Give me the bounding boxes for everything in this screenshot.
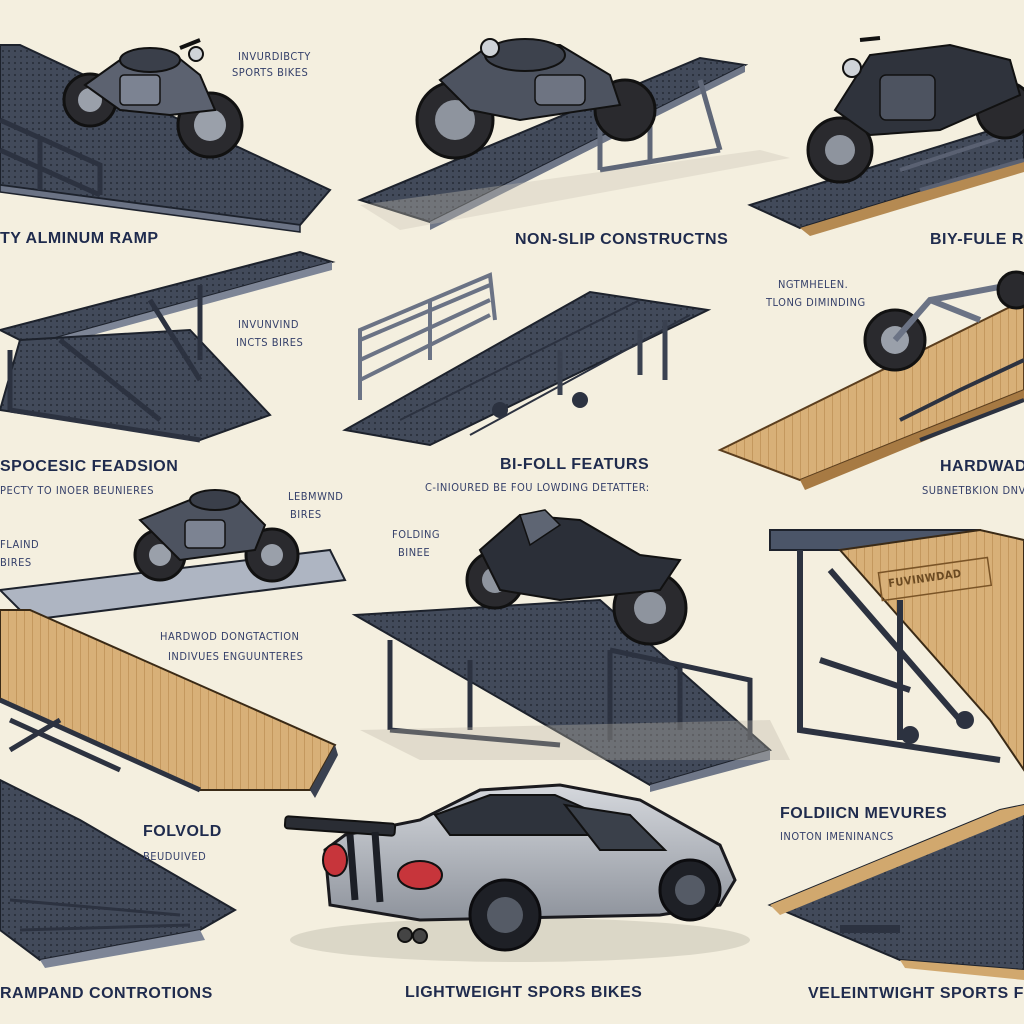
panel4-subcaption: PECTY TO INOER BEUNIERES (0, 484, 154, 497)
panel10-caption: FOLVOLD (143, 823, 222, 840)
panel1-note-line2: SPORTS BIKES (232, 66, 309, 79)
panel7-mid-line2: INDIVUES ENGUUNTERES (168, 650, 304, 663)
panel1-caption: TY ALMINUM RAMP (0, 230, 159, 247)
panel2-caption: NON-SLIP CONSTRUCTNS (515, 231, 729, 248)
panel10-subcaption: BEUDUIVED (143, 850, 207, 863)
panel4-note-line2: INCTS BIRES (236, 336, 304, 349)
panel6-caption: HARDWAD P (940, 458, 1024, 475)
panel1-note-line1: INVURDIBCTY (238, 50, 311, 63)
motorcycle-naked-top-middle (415, 38, 657, 160)
ramp-folding-middle (351, 598, 790, 792)
panel7-side-note-line1: FLAIND (0, 538, 40, 551)
ramp-hardwood-left (0, 548, 347, 798)
panel8-note-line1: FOLDING (392, 528, 441, 541)
panel4-caption: SPOCESIC FEADSION (0, 458, 179, 475)
panel4-note-line1: INVUNVIND (238, 318, 299, 331)
panel12-caption-line1: FOLDIICN MEVURES (780, 805, 948, 822)
motorcycle-sportbike-middle (465, 509, 688, 646)
panel6-note-line1: NGTMHELEN. (778, 278, 849, 291)
panel3-caption: BIY-FULE R (930, 231, 1024, 248)
ramp-lightweight-bottom-right (767, 803, 1024, 980)
panel6-note-line2: TLONG DIMINDING (766, 296, 866, 309)
ramp-bifold-top-right (747, 118, 1024, 236)
panel7-side-note-line2: BIRES (0, 556, 32, 569)
panel10-bottom-caption: RAMPAND CONTROTIONS (0, 985, 213, 1002)
ramp-folding-wood-right (769, 528, 1024, 772)
panel5-subcaption: C-INIOURED BE FOU LOWDING DETATTER: (425, 481, 650, 494)
panel7-mid-line1: HARDWOD DONGTACTION (160, 630, 300, 643)
panel7-note-line1: LEBMWND (288, 490, 344, 503)
sports-car-bottom-middle (283, 783, 750, 962)
ramp-bifold-rail-middle (342, 272, 712, 447)
ramp-folded-bottom-left (0, 778, 238, 968)
panel7-note-line2: BIRES (290, 508, 322, 521)
panel5-caption: BI-FOLL FEATURS (500, 456, 650, 473)
motorcycle-cruiser-top-left (62, 38, 244, 159)
motorcycle-frame-right (863, 270, 1024, 372)
panel11-caption: LIGHTWEIGHT SPORS BIKES (405, 984, 643, 1001)
ramp-specific-middle-left (0, 250, 336, 443)
panel6-subcaption: SUBNETBKION DNV (922, 484, 1024, 497)
panel12-caption-line2: INOTON IMENINANCS (780, 830, 894, 843)
panel12-bottom-caption: VELEINTWIGHT SPORTS FECT (808, 985, 1024, 1002)
motorcycle-streetfighter-top-right (806, 36, 1024, 184)
motorcycle-classic-left (133, 489, 300, 583)
panel8-note-line2: BINEE (398, 546, 431, 559)
